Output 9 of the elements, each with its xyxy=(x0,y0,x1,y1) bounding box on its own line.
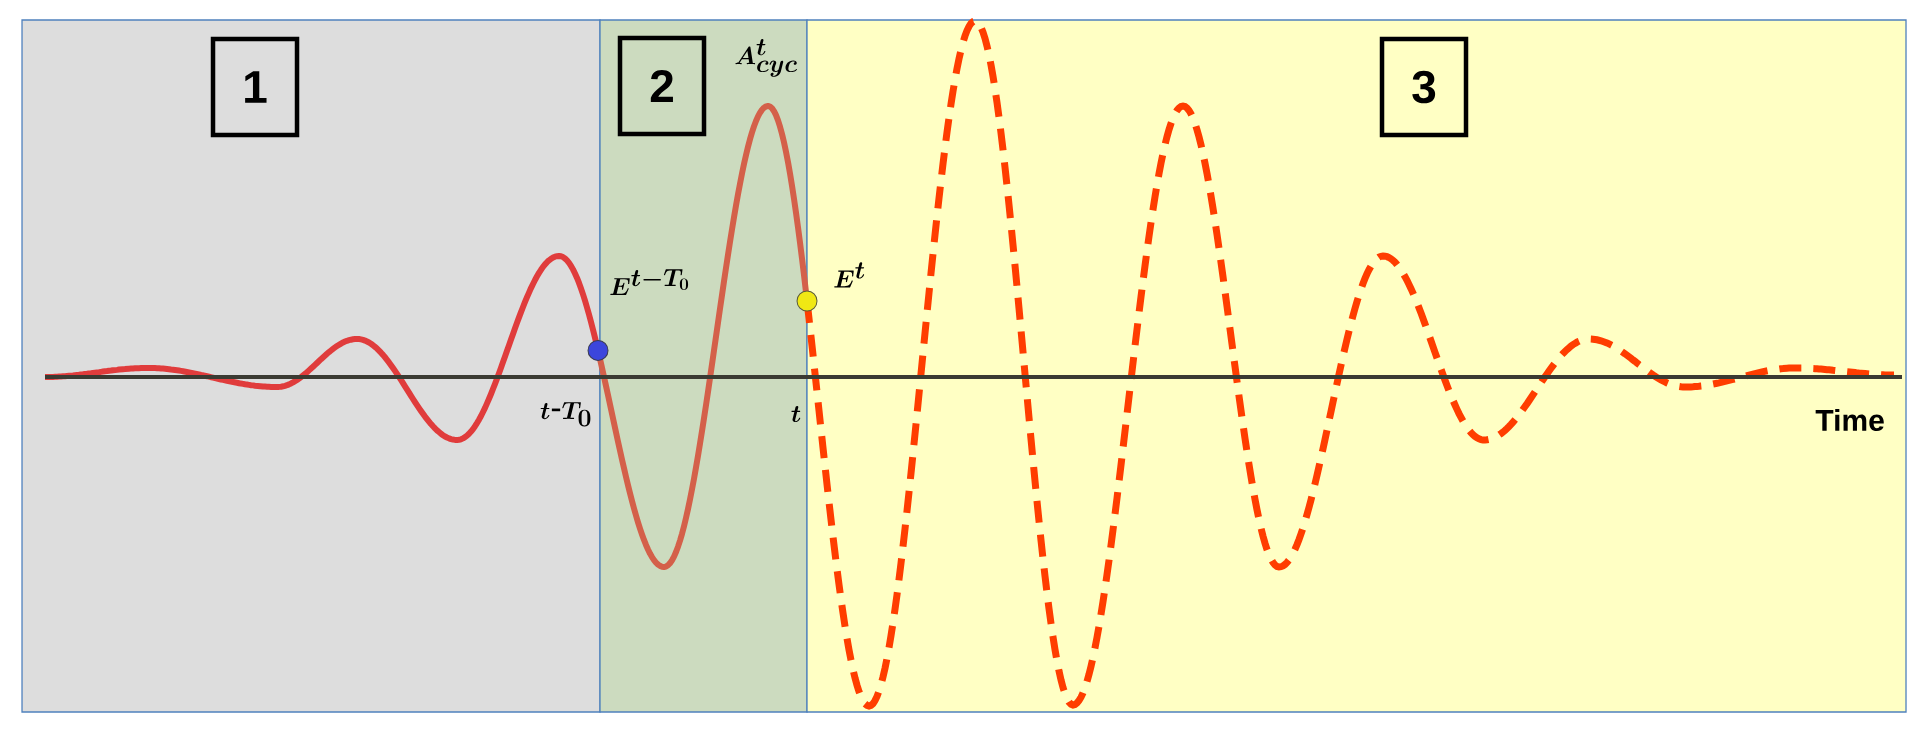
region-number-box: 2 xyxy=(617,35,707,137)
region-number-box: 3 xyxy=(1379,36,1469,138)
variable-label: $A^{t}_{cyc}$ xyxy=(735,39,798,77)
axis-tick-label: $t\text{-}T_{0}$ xyxy=(540,402,591,427)
axis-tick-label: $t$ xyxy=(791,405,801,423)
point-label: $E^{t-T_{0}}$ xyxy=(610,269,689,296)
region-number-box: 1 xyxy=(210,36,300,138)
point-label: $E^{t}$ xyxy=(834,262,865,288)
axis-label: Time xyxy=(1815,408,1884,431)
